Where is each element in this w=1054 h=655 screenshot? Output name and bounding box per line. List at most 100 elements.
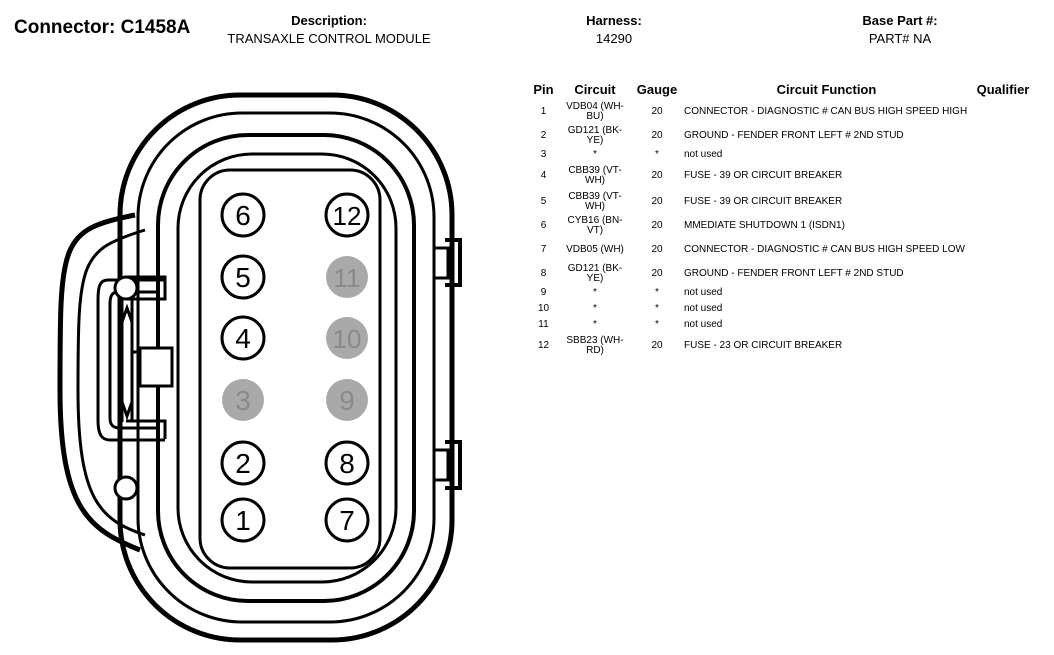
pin-table: Pin Circuit Gauge Circuit Function Quali… — [530, 82, 1034, 359]
pin-label: 7 — [339, 505, 355, 536]
latch-bottom-arrow — [120, 401, 134, 421]
circuit-cell: VDB04 (WH-BU) — [566, 101, 624, 122]
function-cell: not used — [684, 319, 723, 330]
qualifier-cell — [972, 263, 1034, 285]
pin-10: 10 — [326, 317, 368, 359]
pin-label: 1 — [235, 505, 251, 536]
function-cell: MMEDIATE SHUTDOWN 1 (ISDN1) — [684, 220, 845, 231]
gauge-cell: * — [655, 149, 659, 160]
circuit-cell: * — [593, 303, 597, 314]
qualifier-cell — [972, 147, 1034, 163]
pin-cell: 5 — [540, 196, 547, 207]
header-gauge: Gauge — [636, 82, 678, 97]
qualifier-cell — [972, 285, 1034, 301]
pin-circle — [324, 192, 370, 238]
pin-12: 12 — [324, 192, 370, 238]
pin-circle — [220, 497, 266, 543]
gauge-cell: 20 — [651, 170, 663, 181]
pin-6: 6 — [220, 192, 266, 238]
gauge-cell: 20 — [651, 106, 663, 117]
table-row: 7 VDB05 (WH) 20 CONNECTOR - DIAGNOSTIC # CA… — [530, 237, 1034, 263]
pin-cell: 8 — [540, 268, 547, 279]
function-cell: FUSE - 39 OR CIRCUIT BREAKER — [684, 170, 843, 181]
pin-circle — [220, 254, 266, 300]
circuit-cell: GD121 (BK-YE) — [567, 263, 623, 284]
latch-outer-arc — [57, 212, 141, 553]
table-row: 11**not used — [530, 317, 1034, 333]
qualifier-cell — [972, 163, 1034, 189]
circuit-cell: CBB39 (VT-WH) — [568, 165, 622, 186]
right-tab-top-inner — [434, 246, 450, 280]
housing-ring-2 — [136, 111, 436, 624]
pin-cell: 12 — [537, 340, 550, 351]
pin-8: 8 — [324, 440, 370, 486]
pin-cell: 4 — [540, 170, 547, 181]
pin-cell: 1 — [540, 106, 547, 117]
pin-circle — [220, 192, 266, 238]
latch-bottom-hook — [126, 419, 167, 439]
pin-label: 5 — [235, 262, 251, 293]
table-row: 8 GD121 (BK-YE) 20 GROUND - FENDER FRONT LE… — [530, 263, 1034, 285]
latch-center-block — [138, 346, 174, 388]
right-tab-bottom-inner — [434, 448, 450, 482]
pin-label: 12 — [333, 201, 362, 231]
circuit-cell: VDB05 (WH) — [566, 244, 624, 255]
gauge-cell: 20 — [651, 268, 663, 279]
pin-label: 3 — [235, 385, 251, 416]
pin-circle — [324, 497, 370, 543]
pin-9: 9 — [326, 379, 368, 421]
circuit-cell: * — [593, 287, 597, 298]
right-tab-bottom — [445, 440, 462, 490]
pin-circle — [324, 440, 370, 486]
pin-5: 5 — [220, 254, 266, 300]
table-row: 3**not used — [530, 147, 1034, 163]
gauge-cell: 20 — [651, 244, 663, 255]
latch-top-hook — [126, 275, 167, 301]
header-qualifier: Qualifier — [976, 82, 1030, 97]
base-part-value: PART# NA — [868, 31, 932, 46]
pin-circle — [326, 256, 368, 298]
table-row: 9**not used — [530, 285, 1034, 301]
qualifier-cell — [972, 333, 1034, 359]
latch-bottom-knob — [113, 475, 139, 501]
connector-title: Connector: C1458A — [14, 17, 191, 38]
function-cell: CONNECTOR - DIAGNOSTIC # CAN BUS HIGH SP… — [684, 244, 965, 255]
pin-cell: 11 — [538, 319, 549, 330]
pin-label: 6 — [235, 200, 251, 231]
harness-value: 14290 — [595, 31, 633, 46]
pin-3: 3 — [222, 379, 264, 421]
function-cell: not used — [684, 287, 723, 298]
gauge-cell: 20 — [651, 220, 663, 231]
circuit-cell: GD121 (BK-YE) — [567, 125, 623, 146]
pin-label: 11 — [334, 263, 361, 293]
qualifier-cell — [972, 99, 1034, 125]
header-circuit-function: Circuit Function — [776, 82, 877, 97]
latch-frame — [96, 278, 165, 442]
pin-cell: 10 — [537, 303, 550, 314]
qualifier-cell — [972, 189, 1034, 215]
circuit-cell: CBB39 (VT-WH) — [568, 191, 622, 212]
function-cell: not used — [684, 149, 723, 160]
harness-block: Harness: 14290 — [564, 12, 664, 48]
function-cell: not used — [684, 303, 723, 314]
gauge-cell: 20 — [651, 196, 663, 207]
table-row: 4 CBB39 (VT-WH) 20 FUSE - 39 OR CIRCUIT BRE… — [530, 163, 1034, 189]
pin-cell: 7 — [540, 244, 547, 255]
housing-outer-ring — [117, 92, 455, 643]
description-value: TRANSAXLE CONTROL MODULE — [227, 31, 431, 46]
function-cell: GROUND - FENDER FRONT LEFT # 2ND STUD — [684, 130, 904, 141]
pin-cell: 6 — [540, 220, 547, 231]
pin-table-header: Pin Circuit Gauge Circuit Function Quali… — [530, 82, 1034, 99]
function-cell: FUSE - 23 OR CIRCUIT BREAKER — [684, 340, 843, 351]
function-cell: GROUND - FENDER FRONT LEFT # 2ND STUD — [684, 268, 904, 279]
description-block: Description: TRANSAXLE CONTROL MODULE — [219, 12, 439, 48]
qualifier-cell — [972, 215, 1034, 237]
latch-top-knob — [113, 275, 139, 301]
pin-label: 2 — [235, 448, 251, 479]
harness-label: Harness: — [586, 13, 642, 28]
circuit-cell: SBB23 (WH-RD) — [566, 335, 624, 356]
